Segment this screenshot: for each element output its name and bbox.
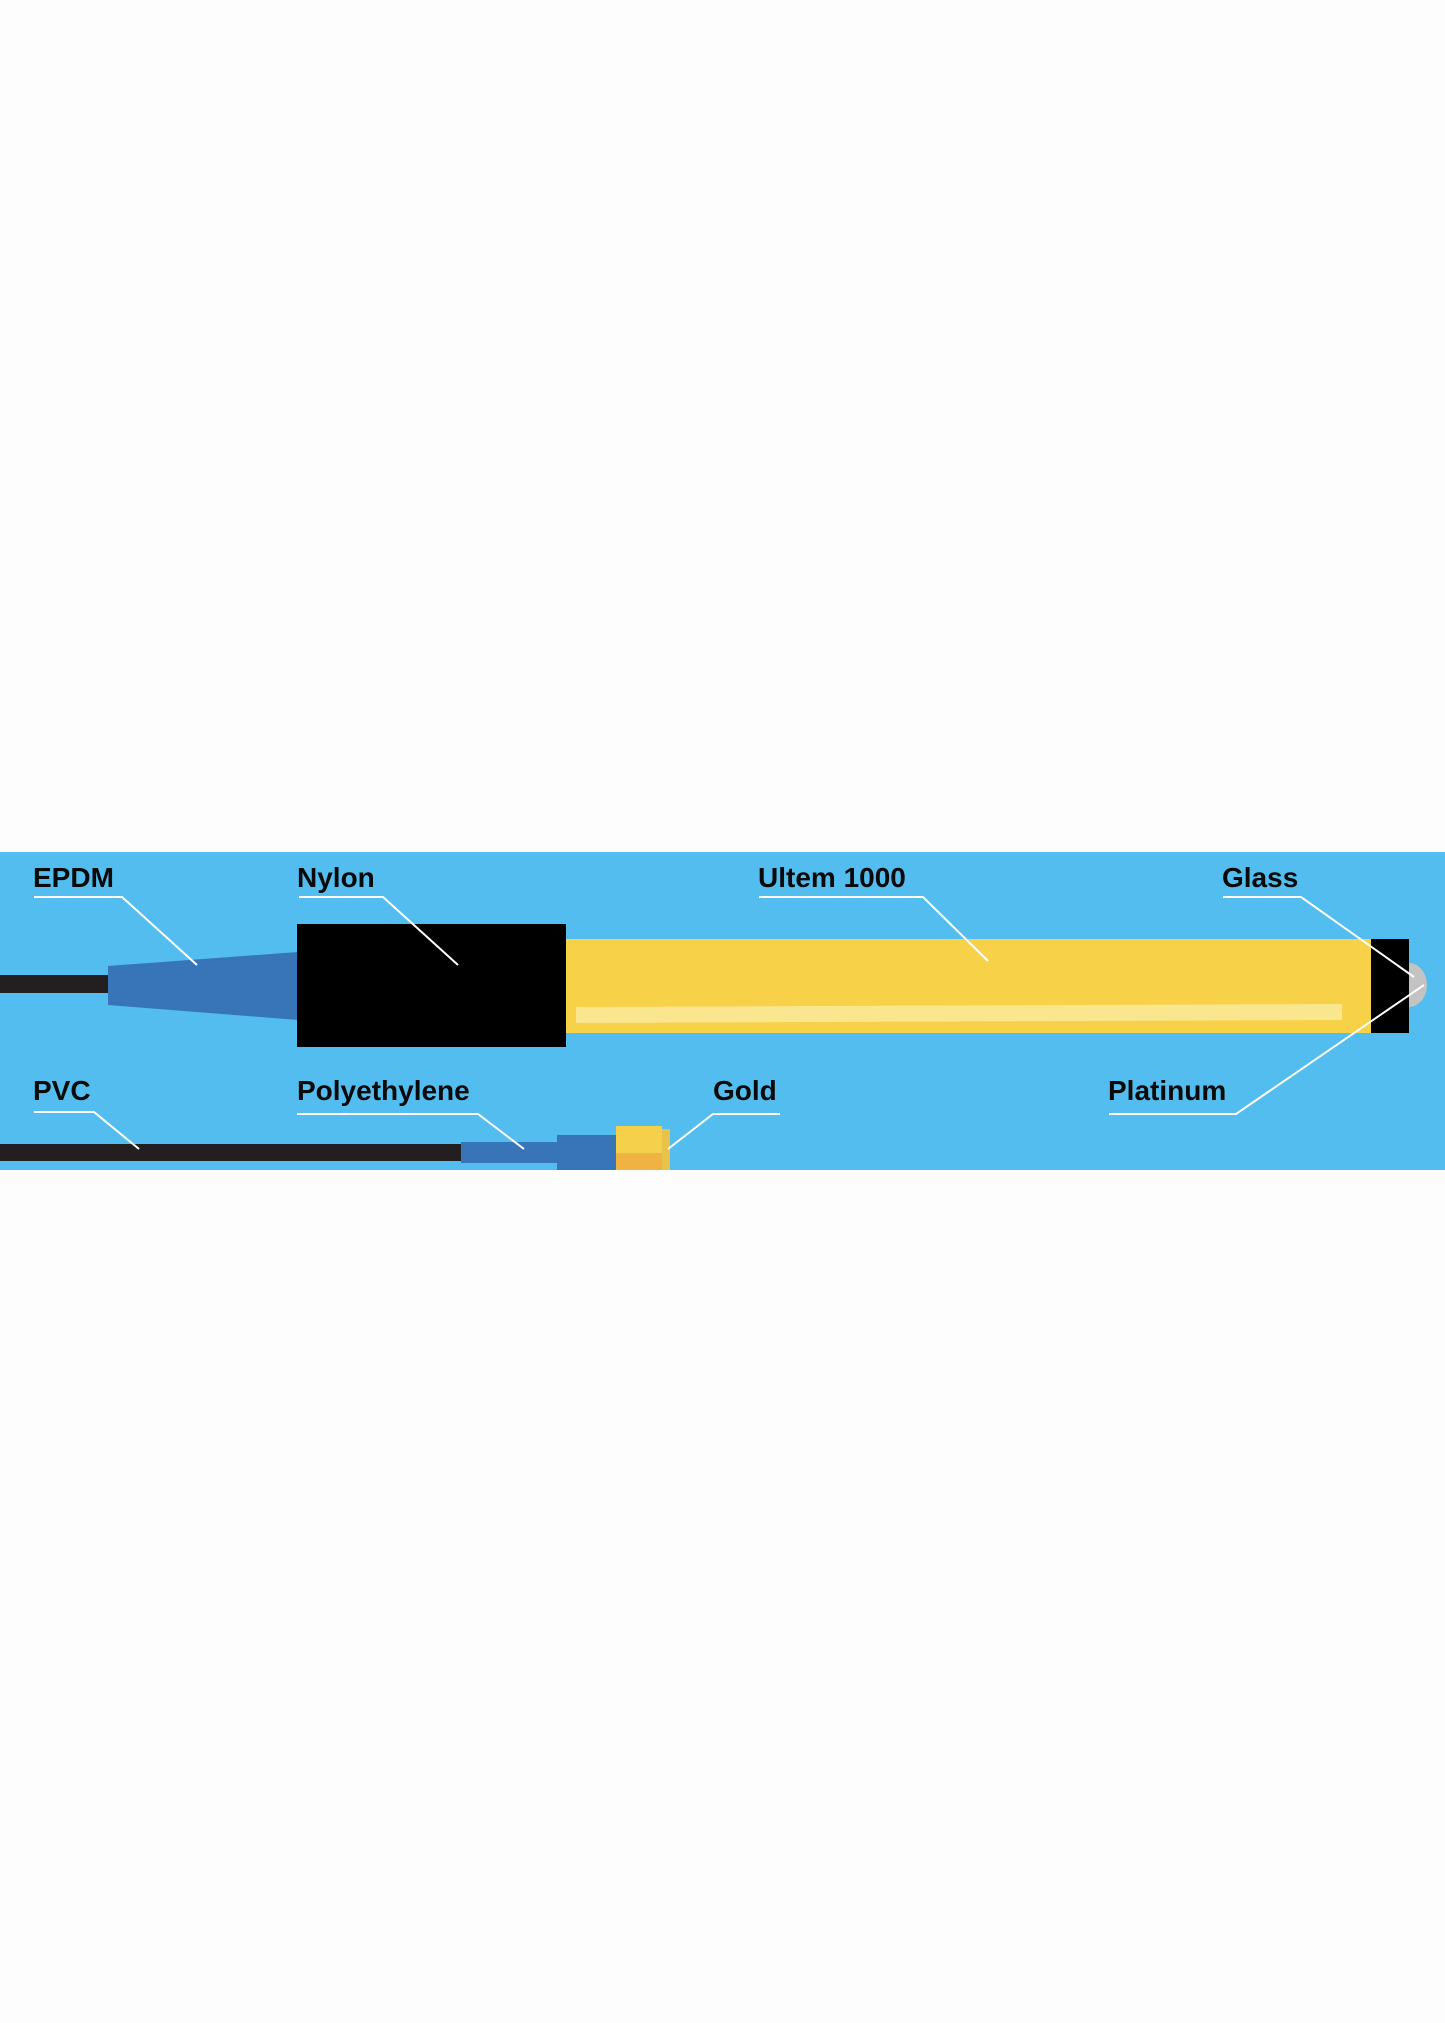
ultem-leader — [759, 896, 989, 962]
label-pvc: PVC — [33, 1075, 91, 1106]
platinum-leader — [1109, 984, 1425, 1115]
label-gold: Gold — [713, 1075, 777, 1106]
glass-leader — [1223, 896, 1415, 978]
end-cap — [1371, 939, 1409, 1033]
gold-top — [616, 1126, 662, 1153]
gold-leader — [667, 1113, 780, 1150]
nylon-leader — [299, 896, 459, 966]
epdm-boot — [108, 952, 298, 1020]
label-polyethylene: Polyethylene — [297, 1075, 470, 1106]
polyethylene-thin — [461, 1142, 558, 1163]
label-glass: Glass — [1222, 862, 1298, 893]
body-highlight — [576, 1004, 1342, 1023]
label-epdm: EPDM — [33, 862, 114, 893]
epdm-leader — [34, 896, 198, 966]
pvc-leader — [34, 1111, 140, 1150]
upper-cable — [0, 975, 110, 993]
nylon-cap — [297, 924, 566, 1047]
polyethylene-thick — [557, 1135, 616, 1170]
pvc-cable — [0, 1144, 462, 1161]
label-ultem: Ultem 1000 — [758, 862, 906, 893]
gold-strip — [662, 1129, 670, 1170]
gold-bottom — [616, 1153, 662, 1170]
polyethylene-leader — [297, 1113, 525, 1150]
label-platinum: Platinum — [1108, 1075, 1226, 1106]
label-nylon: Nylon — [297, 862, 375, 893]
